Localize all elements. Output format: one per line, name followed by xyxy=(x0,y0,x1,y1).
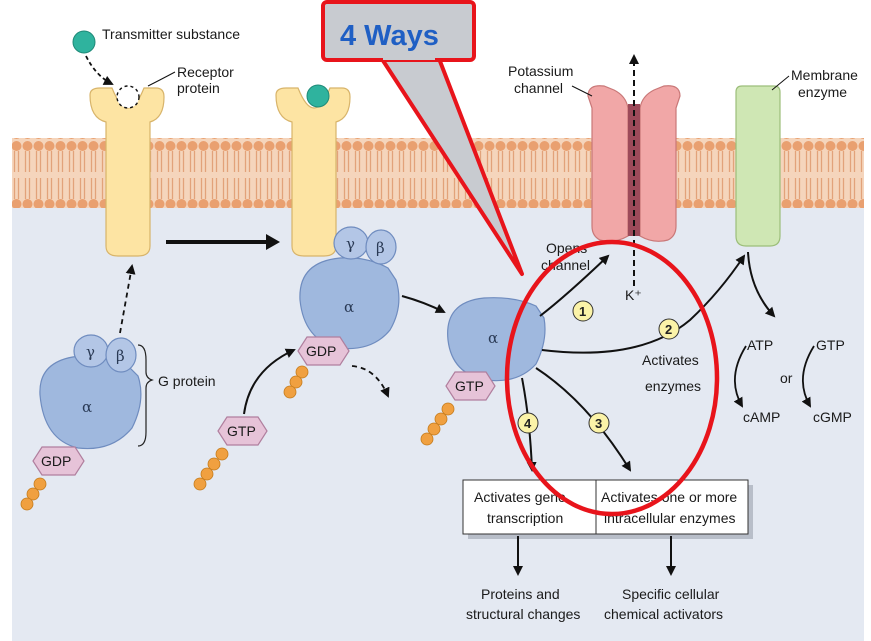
gtp-label-2: GTP xyxy=(455,378,484,394)
outcome3-line-1: Specific cellular xyxy=(622,586,720,602)
activates-label-2: enzymes xyxy=(645,378,701,394)
g-protein-label: G protein xyxy=(158,373,216,389)
transmitter-label: Transmitter substance xyxy=(102,26,240,42)
potassium-label-1: Potassium xyxy=(508,63,573,79)
membrane-enzyme xyxy=(736,86,780,246)
step-2-number: 2 xyxy=(665,322,672,337)
step-1-number: 1 xyxy=(579,304,586,319)
receptor-label-1: Receptor xyxy=(177,64,234,80)
gtp-right-label: GTP xyxy=(816,337,845,353)
beta-label-2: β xyxy=(376,239,385,257)
gamma-label-2: γ xyxy=(346,235,355,253)
alpha-label-2: α xyxy=(344,298,354,316)
enzyme-label-2: enzyme xyxy=(798,84,847,100)
callout-pointer-cover xyxy=(383,52,435,60)
potassium-channel-right xyxy=(640,86,680,242)
bound-transmitter xyxy=(307,85,329,107)
outcome4-line-1: Proteins and xyxy=(481,586,560,602)
receptor-label-2: protein xyxy=(177,80,220,96)
box4-line-2: transcription xyxy=(487,510,563,526)
potassium-label-2: channel xyxy=(514,80,563,96)
alpha-label-active: α xyxy=(488,329,498,347)
enzyme-label-1: Membrane xyxy=(791,67,858,83)
alpha-label-1: α xyxy=(82,398,92,416)
gdp-label-2: GDP xyxy=(306,343,336,359)
gtp-label-1: GTP xyxy=(227,423,256,439)
step-4-number: 4 xyxy=(524,416,532,431)
potassium-channel xyxy=(588,86,628,242)
cgmp-label: cGMP xyxy=(813,409,852,425)
callout-title: 4 Ways xyxy=(340,20,439,52)
empty-binding-site xyxy=(117,86,139,108)
step-3-number: 3 xyxy=(595,416,602,431)
atp-label: ATP xyxy=(747,337,773,353)
outcome4-line-2: structural changes xyxy=(466,606,580,622)
beta-label-1: β xyxy=(116,347,125,365)
or-label: or xyxy=(780,370,793,386)
gdp-label-1: GDP xyxy=(41,453,71,469)
gamma-label-1: γ xyxy=(86,343,95,361)
camp-label: cAMP xyxy=(743,409,780,425)
outcome3-line-2: chemical activators xyxy=(604,606,723,622)
k-ion-label: K⁺ xyxy=(625,287,642,303)
activates-label-1: Activates xyxy=(642,352,699,368)
transmitter-molecule xyxy=(73,31,95,53)
